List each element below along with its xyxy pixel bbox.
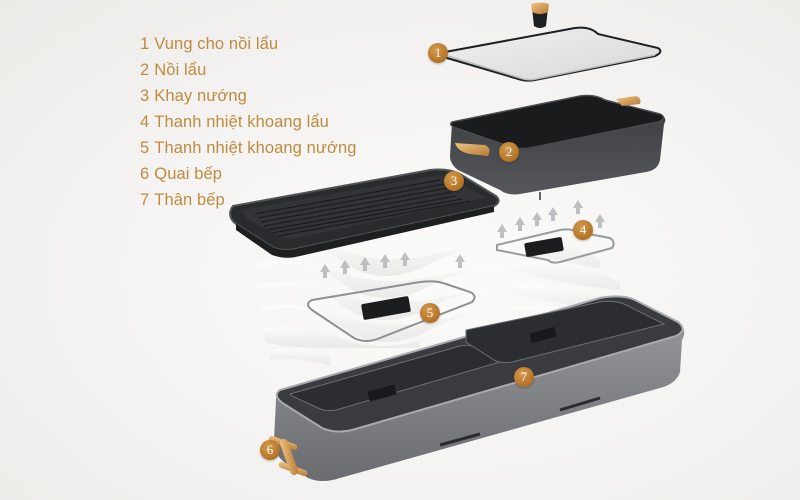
hotpot — [449, 94, 666, 200]
lid — [441, 2, 662, 82]
stove-handle — [268, 435, 308, 477]
badge-1-lid: 1 — [428, 43, 448, 63]
badge-2-hotpot: 2 — [499, 142, 519, 162]
badge-7-body: 7 — [514, 367, 534, 387]
grill-tray — [229, 168, 500, 258]
hotpot-heating-element — [496, 228, 615, 264]
grill-heating-element — [307, 280, 476, 342]
badge-6-handle: 6 — [260, 440, 280, 460]
badge-5-grill-heating-element: 5 — [420, 303, 440, 323]
badge-4-hotpot-heating-element: 4 — [573, 220, 593, 240]
heat-arrows — [320, 200, 605, 278]
stove-body — [274, 295, 685, 481]
badge-3-grill-tray: 3 — [444, 171, 464, 191]
